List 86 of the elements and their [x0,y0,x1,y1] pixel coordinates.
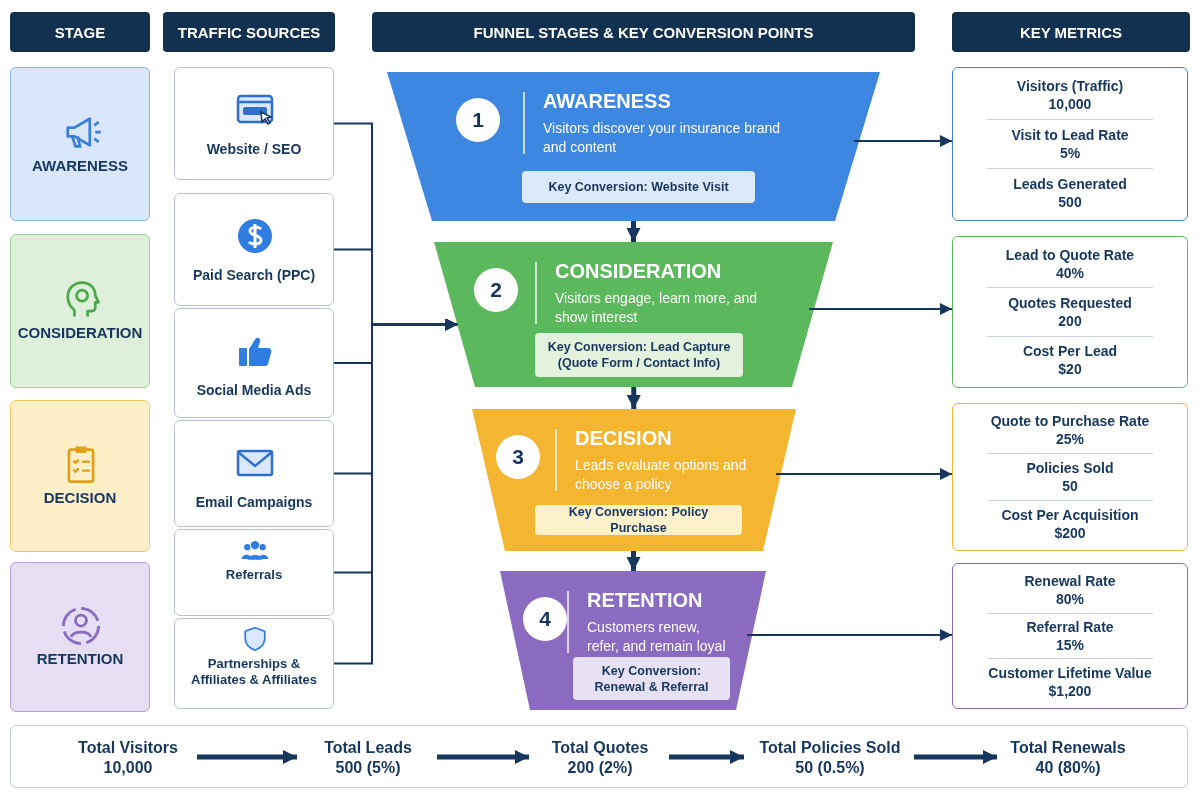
metric-value: 40% [1056,264,1084,281]
source-card [174,618,334,709]
stage-label: DECISION [42,489,118,507]
key-conversion-box: Key Conversion: Policy Purchase [535,505,742,535]
stage-label: CONSIDERATION [16,324,144,342]
stage-card [10,562,150,712]
source-card [174,67,334,180]
metric-value: 5% [1059,145,1081,161]
stage-card [10,234,150,388]
metrics-card [952,403,1188,551]
metric-value: $1,200 [1048,682,1092,699]
arrow [626,387,641,409]
metric-label: Policies Sold [1026,460,1114,476]
funnel-stage [472,409,796,551]
source-label: Social Media Ads [195,381,313,399]
metric-value: 25% [1056,431,1084,448]
arrow [626,551,641,571]
metric-label: Quote to Purchase Rate [990,413,1150,430]
stage-description: Visitors engage, learn more, and show interest [555,289,759,327]
arrow [808,303,953,315]
metric-label: Leads Generated [1013,176,1127,192]
stage-title: CONSIDERATION [555,260,722,283]
metric-label: Cost Per Lead [1022,343,1118,360]
source-card [174,308,334,418]
arrow [914,750,997,764]
metric-label: Quotes Requested [1008,295,1132,311]
source-label: Paid Search (PPC) [191,266,317,284]
total-stat: Total Renewals 40 (80%) [998,731,1138,785]
metric-label: Referral Rate [1026,618,1114,635]
metric-value: $200 [1054,524,1086,541]
stage-card [10,400,150,552]
metric-value: 80% [1056,591,1084,608]
arrow [197,750,297,764]
metric-label: Customer Lifetime Value [988,664,1152,681]
source-card [174,529,334,616]
column-header: FUNNEL STAGES & KEY CONVERSION POINTS [372,12,915,52]
total-stat: Total Leads 500 (5%) [298,731,438,785]
source-label: Website / SEO [205,140,303,158]
total-stat: Total Policies Sold 50 (0.5%) [745,731,915,785]
totals-bar [10,725,1188,788]
metric-label: Visitors (Traffic) [1016,78,1124,94]
arrow [746,629,953,641]
arrow [626,221,641,242]
stage-title: DECISION [575,427,672,450]
stage-description: Leads evaluate options and choose a policy [575,456,748,494]
funnel-stage [387,72,880,221]
stage-description: Customers renew, refer, and remain loyal [587,618,727,656]
metric-value: 10,000 [1048,96,1092,112]
stage-title: RETENTION [587,589,703,612]
arrow [437,750,529,764]
funnel-stage [500,571,766,710]
metrics-card [952,67,1188,221]
total-stat: Total Visitors 10,000 [58,731,198,785]
arrow [853,135,953,147]
metric-value: 500 [1058,194,1082,210]
metric-value: $20 [1058,361,1082,378]
arrow [669,750,744,764]
key-conversion-box: Key Conversion: Renewal & Referral [573,657,730,700]
arrow [333,318,459,665]
stage-description: Visitors discover your insurance brand and content [543,119,782,157]
source-label: Partnerships & Affiliates & Affiliates [190,656,318,688]
column-header: STAGE [10,12,150,52]
funnel-stage [434,242,833,387]
metric-label: Renewal Rate [1024,573,1116,590]
column-header: KEY METRICS [952,12,1190,52]
stage-title: AWARENESS [543,90,671,113]
total-stat: Total Quotes 200 (2%) [530,731,670,785]
metric-value: 15% [1056,636,1084,653]
metric-label: Cost Per Acquisition [1001,506,1139,523]
source-card [174,193,334,306]
metric-value: 50 [1062,478,1078,494]
metrics-card [952,236,1188,388]
arrow [774,468,953,480]
metric-label: Visit to Lead Rate [1011,127,1129,143]
stage-label: RETENTION [35,650,125,667]
column-header: TRAFFIC SOURCES [163,12,335,52]
key-conversion-box: Key Conversion: Lead Capture (Quote Form / Contact Info) [535,333,743,377]
metric-value: 200 [1058,313,1082,329]
stage-label: AWARENESS [31,157,129,175]
metrics-card [952,563,1188,709]
source-label: Referrals [224,567,284,583]
stage-card [10,67,150,221]
metric-label: Lead to Quote Rate [1005,246,1135,263]
key-conversion-box: Key Conversion: Website Visit [522,171,755,203]
source-card [174,420,334,527]
source-label: Email Campaigns [194,493,314,511]
